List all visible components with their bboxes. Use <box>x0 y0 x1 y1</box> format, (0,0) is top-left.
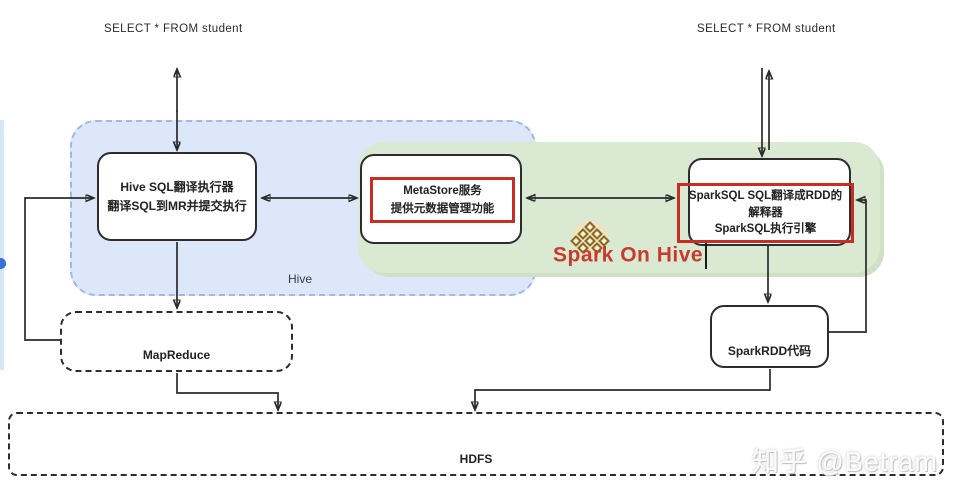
hive-sql-executor-line1: Hive SQL翻译执行器 <box>120 179 234 194</box>
text-cursor <box>705 243 708 269</box>
mapreduce-node: MapReduce <box>60 311 293 372</box>
sparksql-node <box>688 158 851 246</box>
sparksql-line2: 解释器 <box>748 206 783 219</box>
sparksql-highlight-box: SparkSQL SQL翻译成RDD的 解释器 SparkSQL执行引擎 <box>677 183 854 243</box>
hive-sql-executor-line2: 翻译SQL到MR并提交执行 <box>107 198 247 213</box>
hdfs-label: HDFS <box>459 452 493 467</box>
hive-sql-executor-node: Hive SQL翻译执行器 翻译SQL到MR并提交执行 <box>97 152 257 241</box>
hive-region-label: Hive <box>287 272 312 286</box>
metastore-node: MetaStore服务 提供元数据管理功能 <box>360 154 522 244</box>
watermark: 知乎 @Betram <box>752 447 938 477</box>
sparkrdd-node: SparkRDD代码 <box>710 305 829 368</box>
query-text-left: SELECT * FROM student <box>104 23 243 35</box>
spark-on-hive-title-text: Spark On Hive <box>553 243 704 267</box>
mapreduce-label: MapReduce <box>142 348 211 363</box>
arrow-sparkrdd-to-hdfs <box>475 369 771 409</box>
query-text-right: SELECT * FROM student <box>697 23 836 35</box>
hdfs-node: HDFS <box>8 412 944 476</box>
sparkrdd-label: SparkRDD代码 <box>727 344 812 359</box>
sparksql-line3: SparkSQL执行引擎 <box>714 223 817 236</box>
left-edge-band <box>0 120 4 370</box>
arrow-mapreduce-to-hdfs <box>176 373 278 409</box>
spark-on-hive-title: Spark On Hive <box>553 243 708 269</box>
sparksql-line1: SparkSQL SQL翻译成RDD的 <box>688 189 843 202</box>
metastore-line2: 提供元数据管理功能 <box>390 203 495 215</box>
left-edge-marker <box>0 258 6 269</box>
metastore-line1: MetaStore服务 <box>403 184 482 197</box>
chinese-knot-icon <box>570 221 610 255</box>
metastore-highlight-box: MetaStore服务 提供元数据管理功能 <box>370 177 515 223</box>
